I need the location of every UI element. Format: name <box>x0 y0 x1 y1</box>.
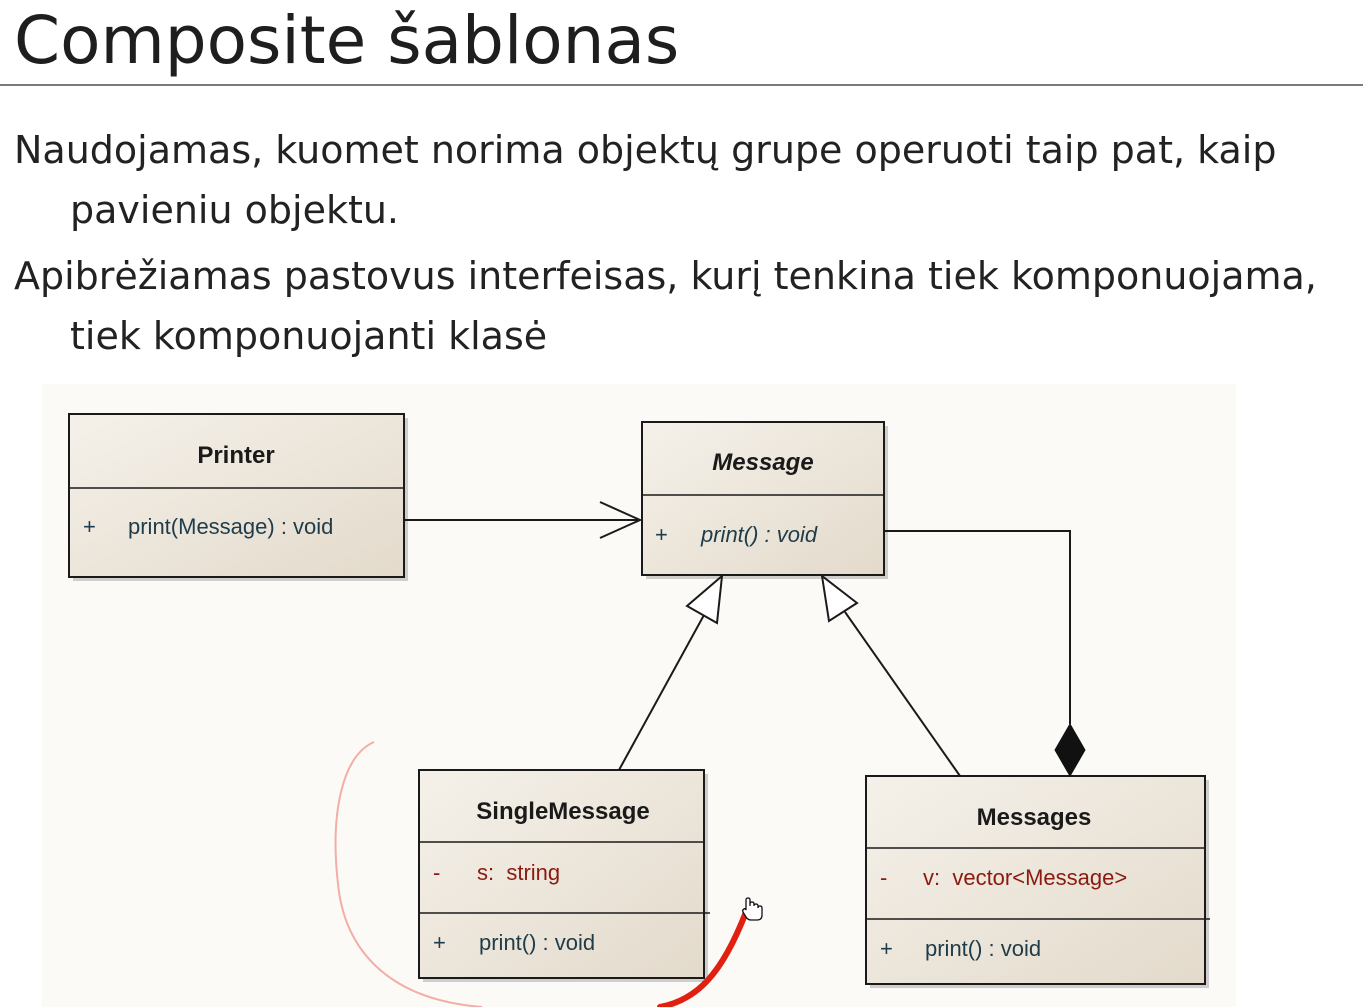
messages-attribute-visibility: - <box>880 865 887 890</box>
messages-method: print() : void <box>925 936 1041 961</box>
generalization-messages[interactable] <box>820 573 961 777</box>
bullet-1-line-2: pavieniu objektu. <box>70 188 400 232</box>
messages-class-name: Messages <box>977 804 1092 831</box>
uml-diagram: Printer + print(Message) : void Message … <box>42 384 1236 1007</box>
class-single-message[interactable]: SingleMessage - s: string + print() : vo… <box>418 769 710 982</box>
printer-method-visibility: + <box>83 514 96 539</box>
messages-attribute: v: vector<Message> <box>923 865 1127 890</box>
printer-class-name: Printer <box>197 442 274 469</box>
single-message-class-name: SingleMessage <box>476 798 649 825</box>
slide-title: Composite šablonas <box>14 2 680 79</box>
single-message-method: print() : void <box>479 930 595 955</box>
composition-messages-message[interactable] <box>884 530 1086 778</box>
bullet-1: Naudojamas, kuomet norima objektų grupe … <box>14 120 1354 240</box>
class-messages[interactable]: Messages - v: vector<Message> + print() … <box>865 775 1210 988</box>
red-annotation-curve <box>334 741 749 1007</box>
single-message-attribute: s: string <box>477 860 560 885</box>
hand-pointer-icon <box>742 897 763 921</box>
association-printer-message[interactable] <box>404 501 643 539</box>
title-rule <box>0 84 1363 86</box>
bullet-2-line-2: tiek komponuojanti klasė <box>70 314 548 358</box>
generalization-single-message[interactable] <box>618 573 724 771</box>
class-message[interactable]: Message + print() : void <box>641 421 888 579</box>
printer-method: print(Message) : void <box>128 514 333 539</box>
message-method-visibility: + <box>655 522 668 547</box>
bullet-1-line-1: Naudojamas, kuomet norima objektų grupe … <box>14 128 1277 172</box>
class-printer[interactable]: Printer + print(Message) : void <box>68 413 408 581</box>
single-message-attribute-visibility: - <box>433 860 440 885</box>
message-class-name: Message <box>712 449 813 476</box>
uml-diagram-svg: Printer + print(Message) : void Message … <box>68 413 1210 1007</box>
single-message-method-visibility: + <box>433 930 446 955</box>
message-method: print() : void <box>700 522 818 547</box>
bullet-2-line-1: Apibrėžiamas pastovus interfeisas, kurį … <box>14 254 1317 298</box>
bullet-2: Apibrėžiamas pastovus interfeisas, kurį … <box>14 246 1354 366</box>
messages-method-visibility: + <box>880 936 893 961</box>
